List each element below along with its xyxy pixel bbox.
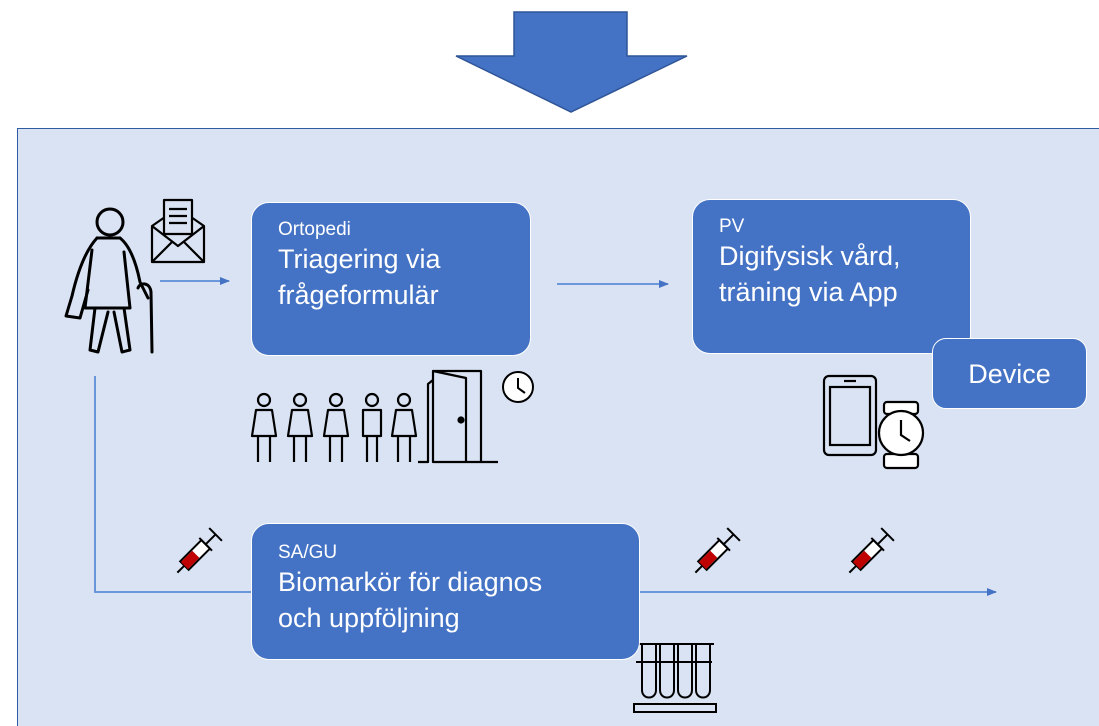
device-box: Device [932, 338, 1087, 409]
syringe-icon [694, 527, 741, 574]
syringe-icon [848, 527, 895, 574]
sagu-label: SA/GU [278, 542, 338, 563]
clock-icon [502, 371, 534, 403]
elderly-person-icon [64, 207, 154, 354]
sagu-box: SA/GU Biomarkör för diagnos och uppföljn… [251, 523, 640, 660]
queue-people-icon [250, 392, 418, 462]
pv-label: PV [719, 216, 745, 237]
ortopedi-label: Ortopedi [278, 219, 351, 240]
syringe-icon [176, 527, 223, 574]
sagu-text: Biomarkör för diagnos och uppföljning [278, 567, 543, 633]
door-icon [418, 369, 498, 464]
device-text: Device [968, 358, 1051, 389]
pv-box: PV Digifysisk vård, träning via App [692, 199, 971, 354]
smartphone-icon [822, 374, 878, 457]
test-tubes-icon [633, 643, 717, 713]
pv-text: Digifysisk vård, träning via App [719, 241, 901, 307]
down-arrow [455, 11, 688, 113]
ortopedi-text: Triagering via frågeformulär [278, 244, 441, 310]
ortopedi-box: Ortopedi Triagering via frågeformulär [251, 202, 531, 356]
biomarker-flow-line [94, 376, 251, 593]
mail-envelope-icon [150, 198, 206, 264]
smartwatch-icon [877, 400, 925, 470]
